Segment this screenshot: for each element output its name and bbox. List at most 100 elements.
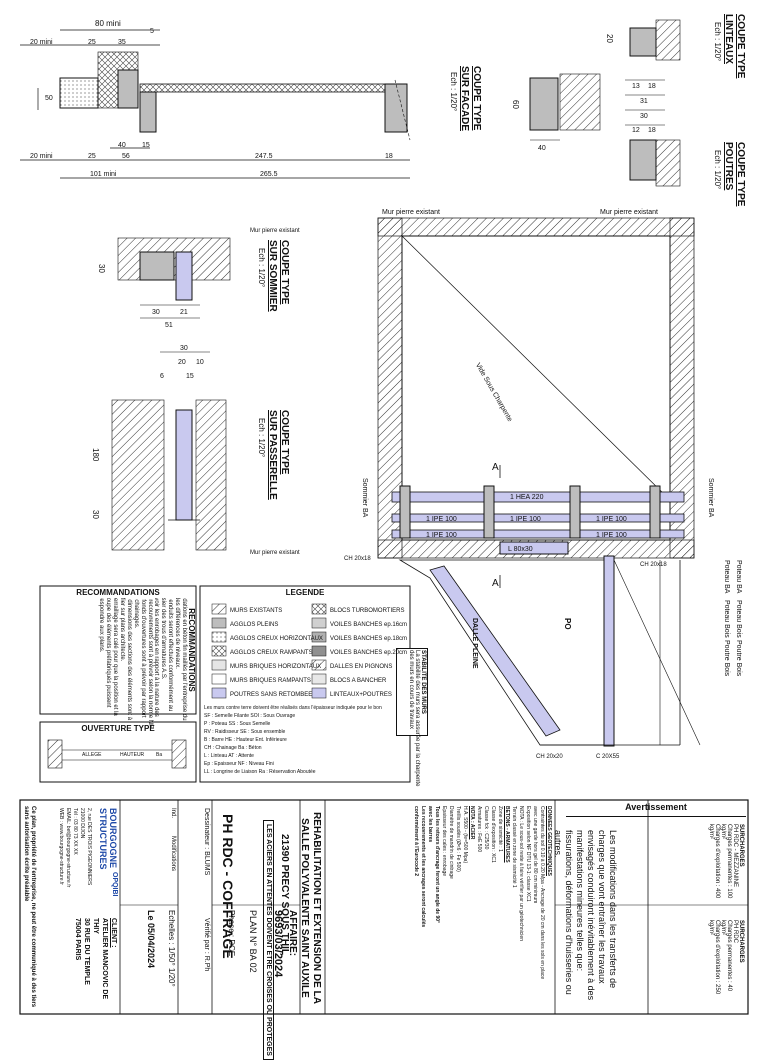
plan-dalle-label: DALLE PLEINE <box>471 618 478 669</box>
legend-item: MURS BRIQUES RAMPANTS <box>230 678 311 684</box>
drawing-sheet: 80 mini 5 20 mini 25 35 50 40 15 20 mini… <box>19 19 749 1015</box>
legend-item: DALLES EN PIGNONS <box>330 664 393 670</box>
mur-existant-bottom: Mur pierre existant <box>250 550 300 556</box>
recommandation-item: vérifier sur plans architecte. <box>118 588 125 662</box>
right-label-3: Poutre Bois <box>723 640 730 677</box>
legende-title: LEGENDE <box>285 588 325 597</box>
footer-copyright: Ce plan, propriété de l'entreprise, ne p… <box>23 806 36 1008</box>
acier-line: Diamètre de mandrin de cintrage <box>448 806 454 879</box>
acier-line: H.A. S500 - (fe=500 Mpa) <box>462 806 468 864</box>
betons-line: Zone de sismicité : 1 <box>497 806 503 852</box>
recommandation-item: Le ferraillage sera calé pour que la pos… <box>112 588 119 716</box>
dim-50: 50 <box>45 95 53 102</box>
linteaux-title: COUPE TYPE <box>735 14 746 79</box>
dim-bot-1: 20 mini <box>30 153 53 160</box>
dim-5: 5 <box>150 28 154 35</box>
dim-bot-4: 247.5 <box>255 153 273 160</box>
right-label-5: Poteau Bois <box>735 600 742 638</box>
legend-item: AGGLOS PLEINS <box>230 622 279 628</box>
beam-ipe-5: 1 IPE 100 <box>596 532 627 539</box>
plan-mur-existant-top: Mur pierre existant <box>382 209 440 216</box>
beam-hea: 1 HEA 220 <box>510 494 544 501</box>
ouverture-label-allege: ALLEGE <box>82 752 102 758</box>
surcharges-2-row: Charges d'exploitation : 250 kg/m² <box>708 920 720 995</box>
beam-ipe-3: 1 IPE 100 <box>596 516 627 523</box>
recommandation-item: lot des différences de niveaux. <box>174 588 181 669</box>
recommandation-item: correspondre aux plans. <box>98 588 105 653</box>
beam-ipe-4: 1 IPE 100 <box>426 532 457 539</box>
client-line: THIY <box>92 918 99 934</box>
plan-mur-existant-top2: Mur pierre existant <box>600 209 658 216</box>
right-label-2: Poteau Bois <box>723 600 730 638</box>
bureau-addr-line: 2, rue DES TROIS PIGEONNIERS <box>86 808 92 886</box>
stabilite-title: STABILITE DES MURS <box>420 650 426 714</box>
important-line: avec les barres <box>427 806 433 843</box>
facade-subtitle: SUR FACADE <box>459 66 470 132</box>
recommandation-item: dossier des trous d'armatures A.S. <box>160 588 167 680</box>
recommandation-item: Les dimensions des sections des éléments… <box>125 588 132 721</box>
abbrev-line: RV : Raidisseur SE : Sous ensemble <box>204 729 286 735</box>
pass-dim-6: 6 <box>160 373 164 380</box>
legend-item: BLOCS TURBOMORTIERS <box>330 608 405 614</box>
beam-ipe-1: 1 IPE 100 <box>426 516 457 523</box>
title-block-grid <box>119 800 748 1014</box>
recommandations-title: RECOMMANDATIONS <box>187 608 196 692</box>
legend-item: AGGLOS CREUX HORIZONTAUX <box>230 636 323 642</box>
sommier-dim-30b: 30 <box>97 264 106 273</box>
donnees-line: Exposition selon NF DTU 13-1: classe XC1 <box>525 806 531 902</box>
sommier-scale: Ech : 1/20° <box>257 248 266 288</box>
abbrev-line: Ep : Epaisseur NF : Niveau Fini <box>204 761 274 767</box>
bureau-addr-line: WEB : www.bourgogne-structure.fr <box>58 808 64 885</box>
lint-dim-20: 20 <box>605 34 614 43</box>
client-line: 30 RUE DU TEMPLE <box>83 918 90 985</box>
lint-dim-40: 40 <box>538 145 546 152</box>
legende-left-list: MURS EXISTANTS AGGLOS PLEINS AGGLOS CREU… <box>230 604 323 702</box>
surcharges-1-sub: PH RDC - MEZZANINE <box>732 824 738 887</box>
dessinateur: Dessinateur : BLUMS <box>203 808 210 876</box>
legend-item: LINTEAUX+POUTRES <box>330 692 392 698</box>
recommandation-item: Prévoir les enrobages en rapport à la na… <box>153 588 160 717</box>
facade-title: COUPE TYPE <box>471 66 482 131</box>
recommandations-frame <box>39 585 197 715</box>
donnees-line: NOTA : Le sous-sol reste à faire vérifie… <box>518 806 524 941</box>
acier-line: Treillis soudés (Ø<6 : Fe 500) <box>455 806 461 872</box>
abbrev-line: B : Barre HE : Hauteur Ent. Inférieure <box>204 737 287 743</box>
pass-dim-15: 15 <box>186 373 194 380</box>
recommandation-item: Fondations en béton fin maillés par l'en… <box>181 588 187 721</box>
coupe-sommier-drawing <box>117 237 231 319</box>
plan-sommier-left: Sommier BA <box>361 478 368 518</box>
bureau-address: 2, rue DES TROIS PIGEONNIERS 21000 DIJON… <box>57 808 92 887</box>
linteaux-subtitle: LINTEAUX <box>723 14 734 64</box>
sommier-title: COUPE TYPE <box>279 240 290 305</box>
sommier-dim-30: 30 <box>152 309 160 316</box>
client-block: CLIENT : ATELIER MANCOVIC DE THIY 30 RUE… <box>73 918 118 999</box>
legende-abbreviations: Les murs contre terre doivent être réali… <box>204 704 404 780</box>
betons-line: Armatures : FeE 500 <box>476 806 482 853</box>
surcharges-box-1: SURCHARGES PH RDC - MEZZANINE Charges pe… <box>708 824 744 900</box>
recommandation-item: Les enduits seront effectués conformémen… <box>167 588 174 712</box>
recommandations-panel: RECOMMANDATIONS Fondations en béton fin … <box>42 588 196 728</box>
affaire-number: 9693/03/2024 <box>272 910 284 978</box>
poutres-scale: Ech : 1/20° <box>713 150 722 190</box>
abbrev-line: LL : Longrine de Liaison Ra : Réservatio… <box>204 769 316 775</box>
recommandation-item: découpe des éléments préfabriqués puisse… <box>105 588 112 708</box>
abbrev-line: CH : Chainage Ba : Béton <box>204 745 262 751</box>
chainage-1: CH 20x18 <box>344 556 371 562</box>
right-label-6: Poutre Bois <box>735 640 742 677</box>
section-a-top: A <box>492 462 499 473</box>
right-label-1: Poteau BA <box>723 560 730 594</box>
stabilite-line-2: des murs en cours de travaux <box>408 650 414 730</box>
avertissement-title: Avertissement <box>566 802 746 817</box>
surcharges-1-title: SURCHARGES <box>738 824 744 867</box>
modifications-label: Modifications <box>170 836 176 872</box>
linteaux-scale: Ech : 1/20° <box>713 22 722 62</box>
opqibi-logo: OPQIBI <box>111 872 118 897</box>
section-a-bottom: A <box>492 578 499 589</box>
date: Le 05/04/2024 <box>146 910 156 969</box>
beam-ipe-2: 1 IPE 100 <box>510 516 541 523</box>
bureau-logo: BOURGOGNE STRUCTURES <box>98 808 118 870</box>
surcharges-2-row: Charges permanentes : 40 kg/m² <box>720 920 732 992</box>
stabilite-line-1: La stabilité des murs sera assurée par l… <box>414 650 420 787</box>
recommandations-header: RECOMMANDATIONS <box>44 588 192 598</box>
donnees-line: Contraintes du sol 0.10 à 0.20 Mpa - Anc… <box>539 806 545 980</box>
